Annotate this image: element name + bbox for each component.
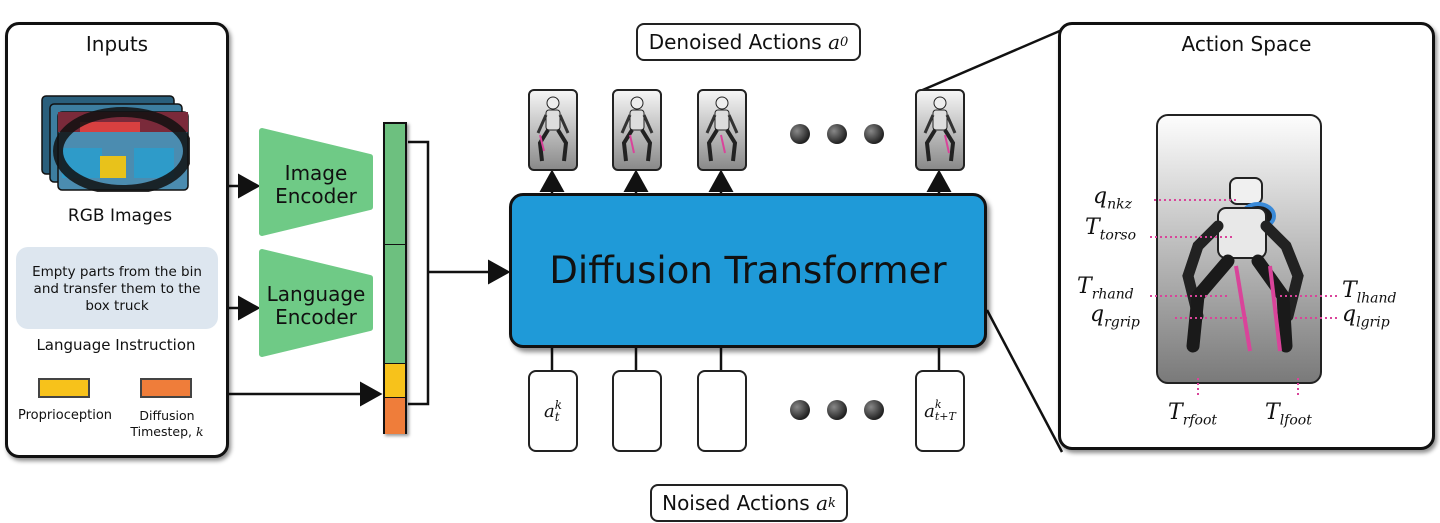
image-encoder-shape bbox=[259, 128, 373, 236]
robot-pose-thumb-1 bbox=[528, 89, 578, 171]
inputs-title: Inputs bbox=[85, 32, 149, 56]
timestep-var: k bbox=[196, 424, 204, 439]
token-timestep bbox=[385, 398, 405, 434]
transformer-label: Diffusion Transformer bbox=[549, 249, 947, 292]
token-proprio bbox=[385, 364, 405, 398]
token-first-sub: t bbox=[554, 410, 560, 424]
robot-pose-thumb-3 bbox=[697, 89, 747, 171]
ellipsis-dots-icon bbox=[827, 124, 847, 144]
label-sub: rgrip bbox=[1104, 314, 1140, 331]
proprio-label: Proprioception bbox=[17, 408, 113, 423]
label-sub: nkz bbox=[1107, 196, 1132, 213]
noised-var: a bbox=[816, 491, 828, 515]
robot-pose-icon bbox=[705, 96, 739, 162]
proprio-swatch bbox=[38, 378, 90, 398]
token-first-base: a bbox=[543, 400, 555, 422]
robot-pose-icon bbox=[536, 96, 570, 162]
token-image bbox=[385, 124, 405, 245]
image-encoder-line1: Image bbox=[284, 161, 348, 185]
camera-image-icon bbox=[41, 95, 193, 195]
label-base: T bbox=[1168, 400, 1183, 425]
diffusion-transformer: Diffusion Transformer bbox=[509, 193, 987, 348]
denoised-var: a bbox=[828, 30, 841, 54]
ellipsis-dots-icon bbox=[790, 400, 810, 420]
label-sub: lfoot bbox=[1279, 412, 1312, 429]
token-last-sup: k bbox=[934, 398, 942, 411]
robot-pose-thumb-2 bbox=[612, 89, 662, 171]
label-t-lfoot: Tlfoot bbox=[1265, 400, 1312, 428]
noised-sub: k bbox=[828, 495, 836, 511]
label-t-torso: Ttorso bbox=[1085, 215, 1136, 243]
token-column bbox=[383, 122, 407, 434]
label-sub: lhand bbox=[1356, 290, 1397, 307]
timestep-label: Diffusion Timestep, k bbox=[122, 408, 212, 440]
label-t-lhand: Tlhand bbox=[1342, 278, 1397, 306]
robot-pose-icon bbox=[923, 96, 957, 162]
noised-token-last: a k t+T bbox=[915, 370, 965, 452]
robot-pose-icon bbox=[620, 96, 654, 162]
instruction-box bbox=[16, 247, 218, 329]
label-base: q bbox=[1342, 302, 1357, 327]
label-q-nkz: qnkz bbox=[1093, 184, 1132, 212]
language-encoder-label: Language Encoder bbox=[262, 283, 370, 329]
label-sub: rfoot bbox=[1182, 412, 1218, 429]
language-encoder-shape bbox=[259, 249, 373, 357]
instruction-text: Empty parts from the bin and transfer th… bbox=[32, 264, 202, 314]
label-base: q bbox=[1093, 184, 1108, 209]
label-q-rgrip: qrgrip bbox=[1090, 302, 1140, 330]
ellipsis-dots-icon bbox=[864, 124, 884, 144]
noised-text: Noised Actions bbox=[662, 491, 810, 515]
label-sub: lgrip bbox=[1356, 314, 1390, 331]
noised-token-first: a k t bbox=[528, 370, 578, 452]
timestep-swatch bbox=[140, 378, 192, 398]
label-q-lgrip: qlgrip bbox=[1342, 302, 1390, 330]
token-last-sub: t+T bbox=[934, 410, 956, 423]
token-last-base: a bbox=[924, 400, 935, 422]
robot-pose-icon bbox=[1182, 177, 1304, 353]
image-encoder-label: Image Encoder bbox=[262, 162, 370, 208]
label-base: T bbox=[1085, 215, 1100, 240]
ellipsis-dots-icon bbox=[827, 400, 847, 420]
label-sub: rhand bbox=[1091, 286, 1134, 303]
ellipsis-dots-icon bbox=[790, 124, 810, 144]
token-first-sup: k bbox=[554, 398, 562, 412]
robot-figure bbox=[1156, 114, 1322, 384]
ellipsis-dots-icon bbox=[864, 400, 884, 420]
token-language bbox=[385, 245, 405, 364]
language-encoder-line2: Encoder bbox=[275, 305, 357, 329]
label-base: q bbox=[1090, 302, 1105, 327]
label-t-rfoot: Trfoot bbox=[1168, 400, 1217, 428]
instruction-label: Language Instruction bbox=[36, 336, 196, 354]
noised-token-2 bbox=[612, 370, 662, 452]
rgb-images-label: RGB Images bbox=[67, 206, 173, 226]
robot-pose-thumb-last bbox=[915, 89, 965, 171]
label-base: T bbox=[1077, 274, 1092, 299]
label-base: T bbox=[1265, 400, 1280, 425]
denoised-text: Denoised Actions bbox=[648, 30, 822, 54]
rgb-images bbox=[40, 94, 193, 195]
label-base: T bbox=[1342, 278, 1357, 303]
noised-token-3 bbox=[697, 370, 747, 452]
action-space-title: Action Space bbox=[1181, 32, 1312, 56]
image-encoder-line2: Encoder bbox=[275, 184, 357, 208]
label-sub: torso bbox=[1099, 227, 1137, 244]
denoised-sub: 0 bbox=[840, 34, 849, 50]
timestep-label-text: Diffusion Timestep, bbox=[130, 408, 195, 439]
label-t-rhand: Trhand bbox=[1077, 274, 1134, 302]
language-encoder-line1: Language bbox=[266, 282, 366, 306]
